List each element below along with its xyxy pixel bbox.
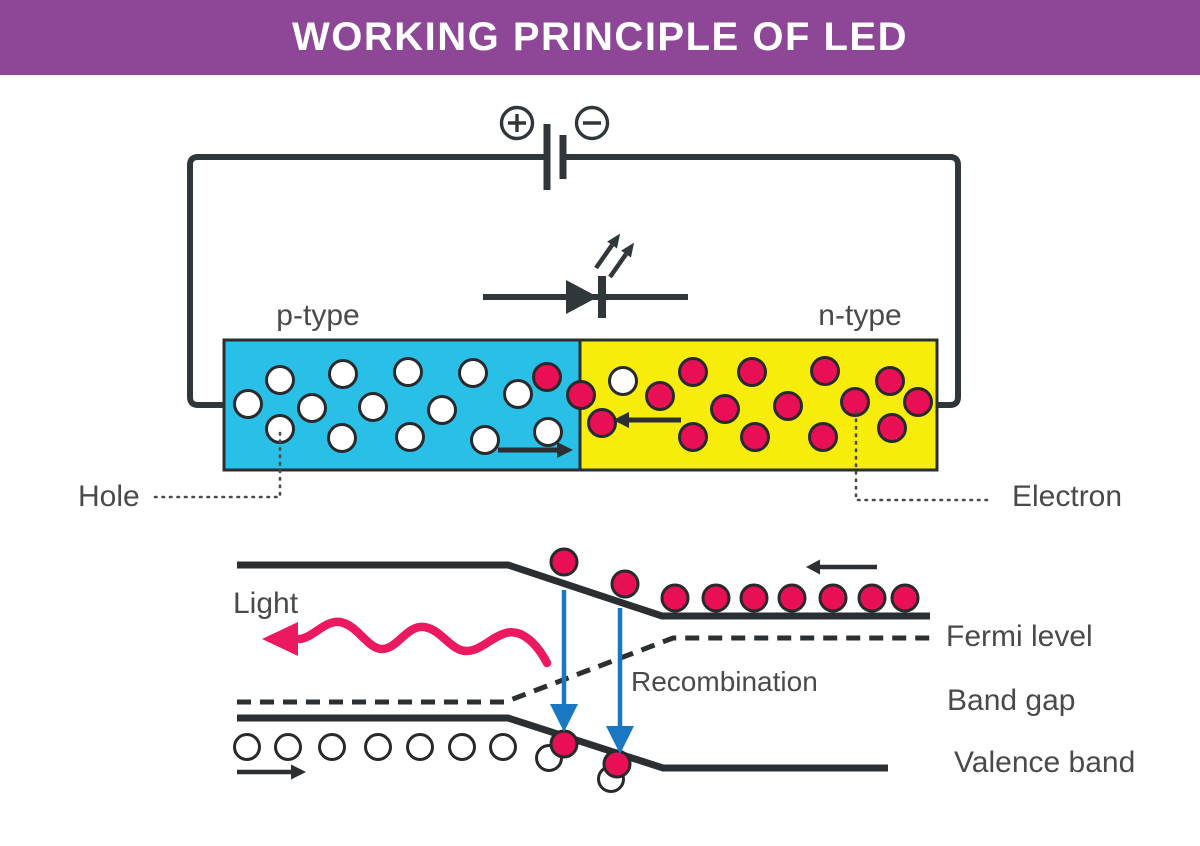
electron-particle (857, 583, 887, 613)
electron-particle-crossing (566, 380, 596, 410)
conduction-electron-flow-arrow (806, 559, 877, 575)
battery-positive-plate (543, 124, 551, 190)
hole-particle (318, 733, 346, 761)
electron-particle (890, 583, 920, 613)
electron-label: Electron (1012, 480, 1123, 513)
battery-negative-plate (559, 135, 567, 179)
electron-particle-recombining (549, 729, 579, 759)
hole-particle (470, 425, 500, 455)
light-wave-arrow (262, 617, 552, 668)
electron-particle (610, 569, 640, 599)
electron-particle (810, 356, 840, 386)
electron-particle (818, 583, 848, 613)
electron-particle (678, 357, 708, 387)
hole-particle (297, 393, 327, 423)
electron-particle (740, 422, 770, 452)
electron-particle (808, 422, 838, 452)
hole-particle (395, 422, 425, 452)
electron-particle (701, 583, 731, 613)
electron-particle-recombining (602, 749, 632, 779)
valence-band-holes (233, 733, 625, 793)
electron-particle (875, 366, 905, 396)
hole-particle (265, 365, 295, 395)
title-banner: WORKING PRINCIPLE OF LED (0, 0, 1200, 75)
conduction-band-electrons (549, 547, 920, 613)
circuit-wires (187, 154, 961, 408)
valence-hole-flow-arrow (237, 764, 306, 780)
conduction-band-line (237, 561, 930, 620)
band-lines (237, 561, 930, 772)
right-circuit-wire (566, 154, 961, 408)
minus-terminal-icon (574, 105, 610, 141)
hole-particle (406, 733, 434, 761)
electron-particle (645, 381, 675, 411)
electron-drift-arrow (613, 412, 681, 428)
hole-particle (358, 392, 388, 422)
plus-terminal-icon (499, 105, 535, 141)
hole-particle (328, 359, 358, 389)
electron-particle (777, 583, 807, 613)
valence-band-label: Valence band (954, 746, 1136, 779)
electron-particle (710, 394, 740, 424)
electron-particle (737, 357, 767, 387)
hole-leader-line (153, 431, 282, 499)
recombination-label: Recombination (631, 666, 818, 697)
hole-particle (233, 389, 263, 419)
hole-drift-arrow (498, 442, 573, 458)
hole-particle (265, 414, 295, 444)
recombination-arrow (606, 608, 634, 754)
light-emission-arrow-icon (594, 233, 635, 279)
hole-particle (393, 357, 423, 387)
recombining-electrons (549, 729, 632, 779)
recombination-arrow (550, 590, 578, 732)
led-symbol-icon (483, 233, 688, 318)
hole-particle (233, 733, 261, 761)
electron-particle (587, 408, 617, 438)
fermi-level-label: Fermi level (946, 620, 1093, 653)
n-type-label: n-type (818, 299, 902, 332)
fermi-level-line (237, 635, 930, 705)
electron-particle (903, 387, 933, 417)
electron-leader-line (854, 410, 992, 502)
left-circuit-wire (187, 154, 544, 408)
hole-particle (503, 379, 533, 409)
electron-particle (877, 413, 907, 443)
recombination-arrows (550, 590, 634, 754)
valence-band-line (237, 714, 888, 772)
electron-particle (549, 547, 579, 577)
hole-particle (427, 395, 457, 425)
electron-particle (739, 583, 769, 613)
hole-particle (448, 733, 476, 761)
p-type-label: p-type (276, 299, 360, 332)
hole-particle (327, 423, 357, 453)
hole-particle (274, 733, 302, 761)
hole-label: Hole (78, 480, 140, 513)
electron-particles-n-side (532, 356, 933, 452)
hole-particles-p-side (233, 357, 638, 455)
leader-lines (153, 410, 992, 502)
electron-particle-crossing (532, 362, 562, 392)
hole-particle (364, 733, 392, 761)
electron-particle (660, 583, 690, 613)
hole-particle (489, 733, 517, 761)
hole-particle (458, 358, 488, 388)
light-label: Light (233, 587, 299, 620)
page-title: WORKING PRINCIPLE OF LED (292, 15, 908, 59)
electron-particle (678, 422, 708, 452)
band-gap-label: Band gap (947, 684, 1076, 717)
battery-symbol (499, 105, 610, 190)
electron-particle (773, 391, 803, 421)
electron-particle (840, 387, 870, 417)
hole-particle (533, 417, 563, 447)
hole-particle-crossing (608, 366, 638, 396)
